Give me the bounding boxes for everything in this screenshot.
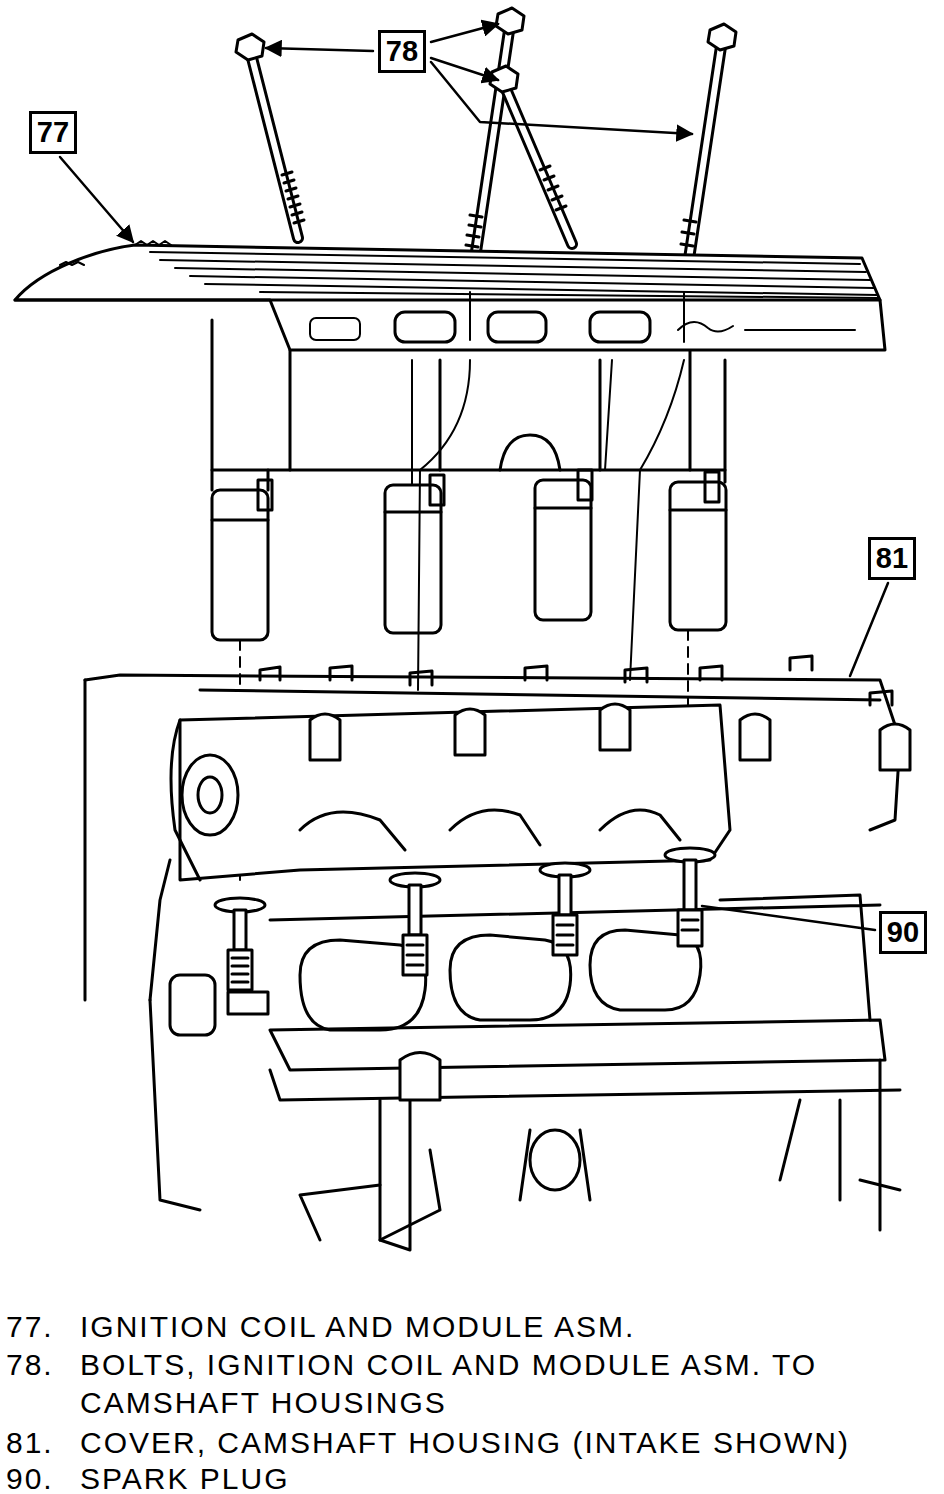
key-description: SPARK PLUG: [80, 1460, 290, 1494]
callout-number: 77: [37, 118, 69, 147]
key-description: BOLTS, IGNITION COIL AND MODULE ASM. TO …: [80, 1346, 900, 1422]
key-number: 81.: [6, 1424, 54, 1462]
bolt: [236, 34, 304, 238]
key-description: IGNITION COIL AND MODULE ASM.: [80, 1308, 635, 1346]
engine-block: [150, 975, 900, 1250]
key-number: 77.: [6, 1308, 54, 1346]
callout-box: 90: [879, 911, 927, 954]
coil-cover: [15, 241, 885, 350]
bolt: [678, 24, 736, 292]
callout-box: 77: [29, 111, 77, 154]
bolt: [462, 8, 524, 292]
callout-number: 81: [876, 544, 908, 573]
callout-box: 81: [868, 537, 916, 580]
callout-box: 78: [378, 30, 426, 73]
leader-line: [60, 24, 888, 930]
cylinder-head: [85, 656, 910, 1000]
key-description: COVER, CAMSHAFT HOUSING (INTAKE SHOWN): [80, 1424, 850, 1462]
exhaust-flange: [270, 895, 885, 1070]
key-number: 90.: [6, 1460, 54, 1494]
callout-number: 90: [887, 918, 919, 947]
spark-plug: [215, 848, 715, 1014]
key-number: 78.: [6, 1346, 54, 1384]
bolt: [490, 66, 572, 244]
callout-number: 78: [386, 37, 418, 66]
